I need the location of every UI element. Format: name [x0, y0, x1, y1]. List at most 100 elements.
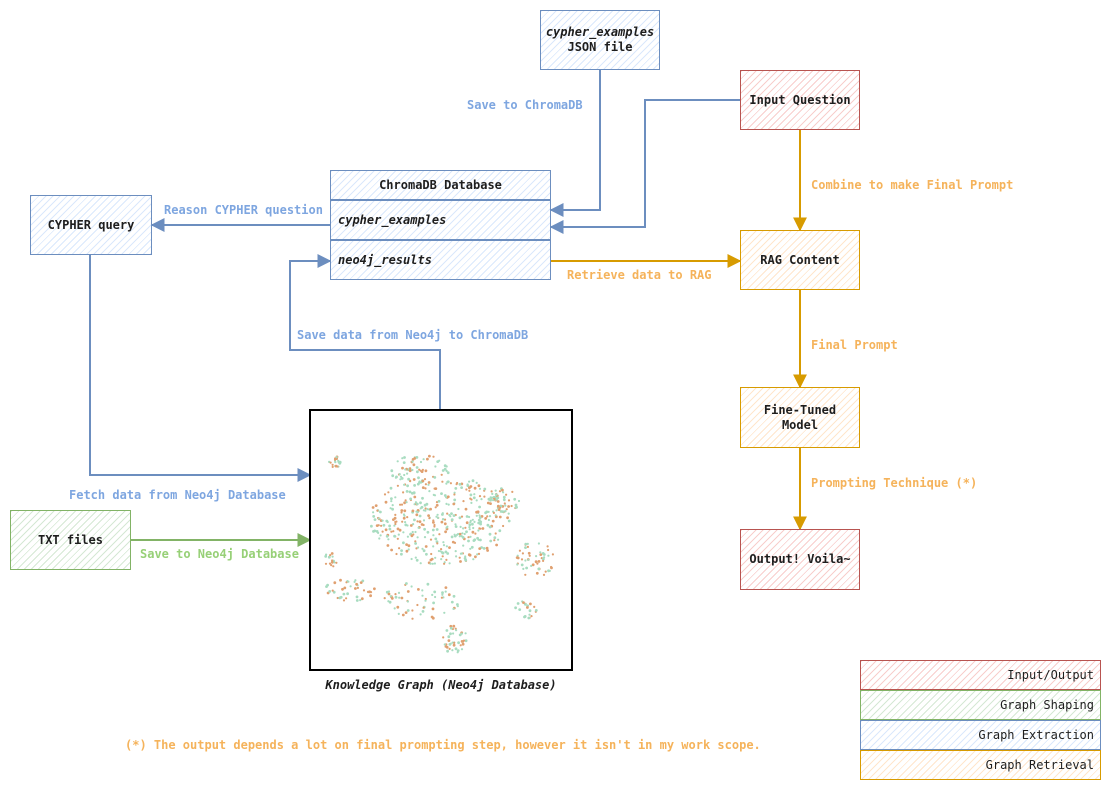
legend-item-graph-shaping: Graph Shaping	[860, 690, 1101, 720]
graph-node-dot	[488, 515, 492, 518]
graph-node-dot	[479, 538, 482, 542]
graph-node-dot	[477, 552, 481, 556]
graph-node-dot	[502, 524, 505, 528]
graph-node-dot	[452, 502, 456, 506]
graph-node-dot	[542, 573, 546, 577]
graph-node-dot	[391, 507, 394, 511]
graph-node-dot	[503, 502, 506, 505]
graph-node-dot	[412, 491, 416, 495]
graph-node-dot	[504, 504, 507, 507]
graph-node-dot	[383, 493, 387, 496]
graph-node-dot	[496, 504, 500, 508]
legend-label: Graph Retrieval	[985, 758, 1094, 772]
graph-node-dot	[387, 491, 390, 494]
graph-node-dot	[454, 647, 458, 651]
graph-node-dot	[497, 508, 501, 511]
graph-node-dot	[477, 518, 481, 522]
graph-node-dot	[464, 639, 468, 643]
graph-node-dot	[462, 544, 465, 547]
graph-node-dot	[410, 585, 413, 588]
graph-node-dot	[347, 580, 350, 583]
graph-node-dot	[393, 524, 396, 527]
graph-node-dot	[405, 501, 408, 504]
graph-node-dot	[458, 633, 462, 637]
edge-label-combine-final-prompt: Combine to make Final Prompt	[811, 178, 1014, 192]
graph-node-dot	[409, 524, 413, 527]
graph-node-dot	[471, 522, 474, 526]
graph-node-dot	[507, 499, 511, 502]
graph-node-dot	[372, 511, 375, 514]
graph-node-dot	[393, 516, 397, 520]
graph-node-dot	[452, 514, 456, 517]
graph-node-dot	[380, 524, 383, 527]
graph-node-dot	[423, 536, 427, 539]
legend-item-graph-retrieval: Graph Retrieval	[860, 750, 1101, 780]
graph-node-dot	[464, 526, 467, 529]
graph-node-dot	[477, 484, 481, 488]
graph-node-dot	[489, 498, 492, 502]
graph-node-dot	[422, 509, 425, 512]
output-label: Output! Voila~	[749, 552, 851, 566]
graph-node-dot	[330, 564, 333, 567]
graph-node-dot	[427, 514, 430, 517]
graph-node-dot	[411, 530, 414, 534]
graph-node-dot	[371, 506, 375, 509]
graph-node-dot	[362, 589, 366, 592]
graph-node-dot	[440, 492, 443, 495]
graph-node-dot	[422, 523, 425, 527]
graph-node-dot	[403, 456, 406, 459]
graph-node-dot	[524, 546, 527, 549]
graph-node-dot	[478, 487, 482, 490]
graph-node-dot	[390, 500, 393, 503]
graph-node-dot	[479, 522, 482, 525]
graph-node-dot	[441, 513, 444, 516]
graph-node-dot	[507, 519, 511, 523]
graph-node-dot	[443, 643, 446, 646]
graph-node-dot	[478, 547, 482, 550]
graph-node-dot	[504, 510, 507, 513]
graph-node-dot	[510, 504, 513, 508]
graph-node-dot	[456, 481, 459, 485]
graph-node-dot	[526, 545, 530, 549]
graph-node-dot	[402, 491, 405, 494]
graph-node-dot	[423, 478, 427, 481]
graph-node-dot	[483, 495, 486, 498]
graph-node-dot	[391, 504, 394, 507]
graph-node-dot	[492, 495, 495, 499]
graph-node-dot	[441, 593, 444, 596]
graph-node-dot	[494, 514, 497, 517]
graph-node-dot	[389, 595, 392, 598]
graph-node-dot	[400, 477, 404, 480]
graph-node-dot	[486, 549, 489, 552]
graph-node-dot	[373, 518, 377, 521]
graph-node-dot	[412, 523, 415, 526]
graph-node-dot	[328, 562, 332, 565]
graph-node-dot	[417, 526, 420, 529]
graph-node-dot	[434, 537, 438, 541]
graph-node-dot	[496, 496, 500, 500]
graph-node-dot	[438, 533, 441, 536]
graph-node-dot	[390, 497, 393, 500]
graph-node-dot	[452, 632, 455, 635]
graph-node-dot	[413, 503, 416, 506]
graph-node-dot	[423, 527, 426, 531]
graph-node-dot	[332, 565, 335, 568]
graph-node-dot	[460, 632, 463, 635]
graph-node-dot	[460, 648, 464, 651]
graph-node-dot	[434, 487, 438, 490]
graph-node-dot	[434, 506, 437, 509]
graph-node-dot	[429, 507, 432, 511]
graph-node-dot	[445, 545, 448, 548]
graph-node-dot	[389, 486, 393, 490]
graph-node-dot	[433, 590, 437, 594]
graph-node-dot	[324, 555, 328, 558]
graph-node-dot	[414, 542, 417, 545]
graph-node-dot	[388, 527, 392, 531]
graph-node-dot	[402, 461, 406, 464]
cypher-examples-json-line2: JSON file	[567, 40, 633, 54]
graph-node-dot	[426, 582, 430, 586]
graph-node-dot	[486, 501, 490, 505]
graph-node-dot	[505, 493, 508, 496]
graph-node-dot	[458, 482, 462, 486]
graph-node-dot	[405, 543, 408, 546]
